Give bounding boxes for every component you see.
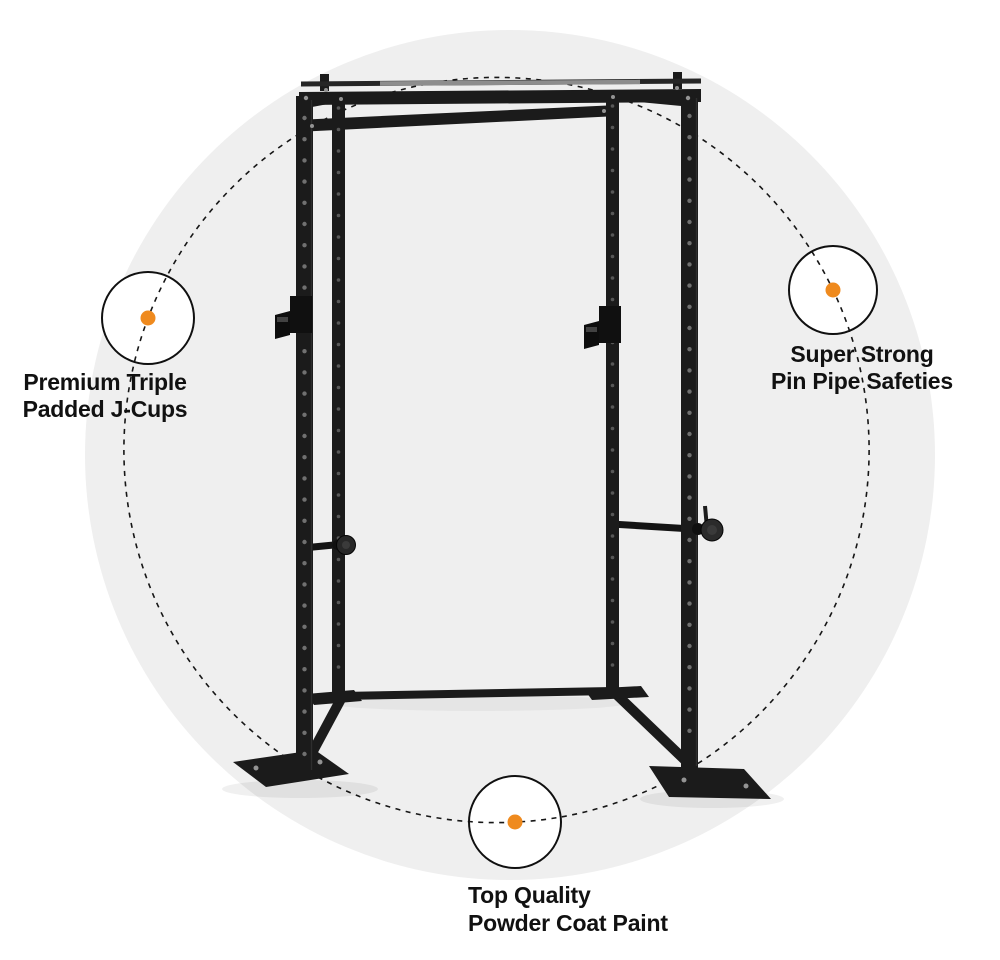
callout-label-powder-coat-line2: Powder Coat Paint [468,910,668,936]
power-rack-illustration [222,72,784,808]
background-circle [85,30,935,880]
safety-pipe-handles [332,518,724,555]
callout-label-powder-coat-line1: Top Quality [468,882,591,908]
j-cup-left [275,296,312,339]
callout-powder-coat: Top Quality Powder Coat Paint [468,775,669,936]
callout-label-j-cups-line2: Padded J-Cups [23,396,188,422]
callout-label-safeties-line1: Super Strong [790,341,933,367]
callout-label-j-cups-line1: Premium Triple [23,369,186,395]
dashed-connector-circle [123,76,870,824]
base-frame [233,686,771,799]
callout-ring-powder-coat [468,775,562,869]
callout-label-safeties-line2: Pin Pipe Safeties [771,368,953,394]
j-cup-right [584,306,621,349]
post-holes [302,104,692,757]
callout-j-cups: Premium Triple Padded J-Cups [23,271,195,422]
callout-ring-safeties [788,245,878,335]
callout-circle-fills [102,246,877,868]
orange-feature-dot-icon [507,814,523,830]
orange-feature-dot-icon [140,310,156,326]
callout-safeties: Super Strong Pin Pipe Safeties [771,245,953,394]
frame-bolts [303,86,691,128]
orange-feature-dot-icon [825,282,841,298]
pull-up-bar [300,78,702,87]
upright-posts [296,90,698,772]
callout-ring-j-cups [101,271,195,365]
